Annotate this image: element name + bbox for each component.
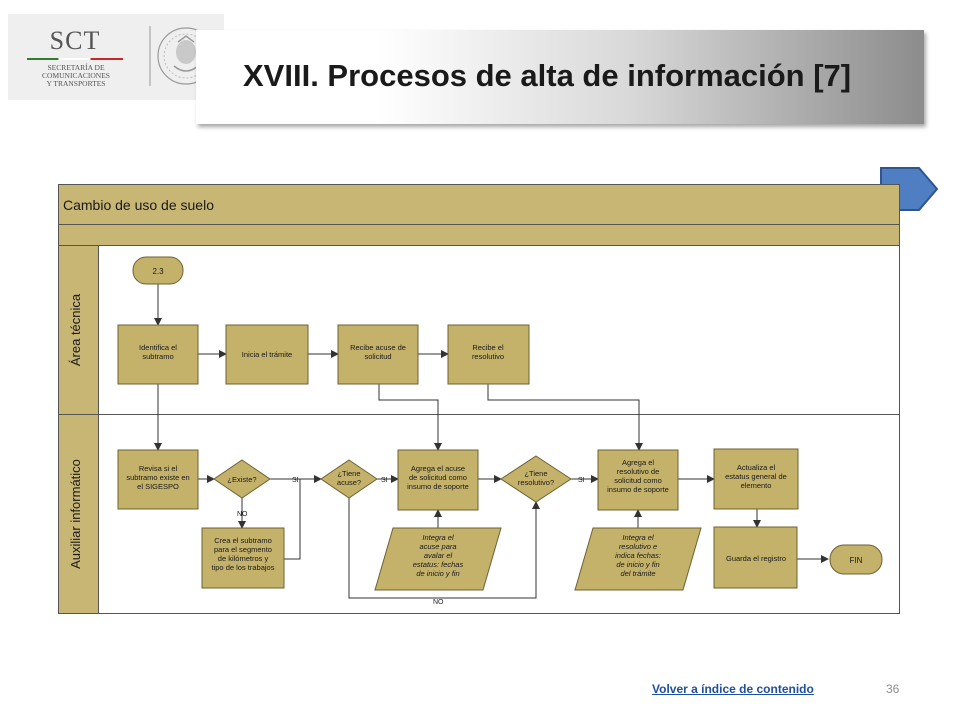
title-bar [196,30,924,124]
sct-logo-subtitle: SECRETARÍA DE COMUNICACIONES Y TRANSPORT… [42,63,110,88]
node-text: Guarda el registro [726,554,786,563]
edge-label-si-resolutivo: SI [578,477,585,484]
lane-label-area-tecnica: Área técnica [68,293,83,366]
start-connector-label: 2.3 [152,267,164,276]
edge-label-si-acuse: SI [381,477,388,484]
flag-stripe [27,58,123,60]
node-guarda: Guarda el registro [713,526,798,589]
node-text: ¿Existe? [227,475,256,484]
page-number: 36 [886,682,900,696]
node-text: FIN [850,556,863,565]
process-diagram: Cambio de uso de suelo Área técnica Auxi… [58,184,900,614]
decision-existe: ¿Existe? [213,459,271,499]
edge-label-si-existe: SI [292,477,299,484]
process-title: Cambio de uso de suelo [63,197,214,213]
sct-logo-text: SCT [49,26,101,55]
page-title: XVIII. Procesos de alta de información [… [243,58,852,93]
terminator-fin: FIN [829,544,883,575]
edge-label-no-existe: NO [237,511,248,518]
edge-label-no-acuse: NO [433,599,444,606]
back-to-index-link[interactable]: Volver a índice de contenido [652,682,814,696]
lane-label-auxiliar: Auxiliar informático [68,459,83,569]
start-connector [132,256,184,285]
node-inicia: Inicia el trámite [225,324,309,385]
node-text: Inicia el trámite [242,350,292,359]
